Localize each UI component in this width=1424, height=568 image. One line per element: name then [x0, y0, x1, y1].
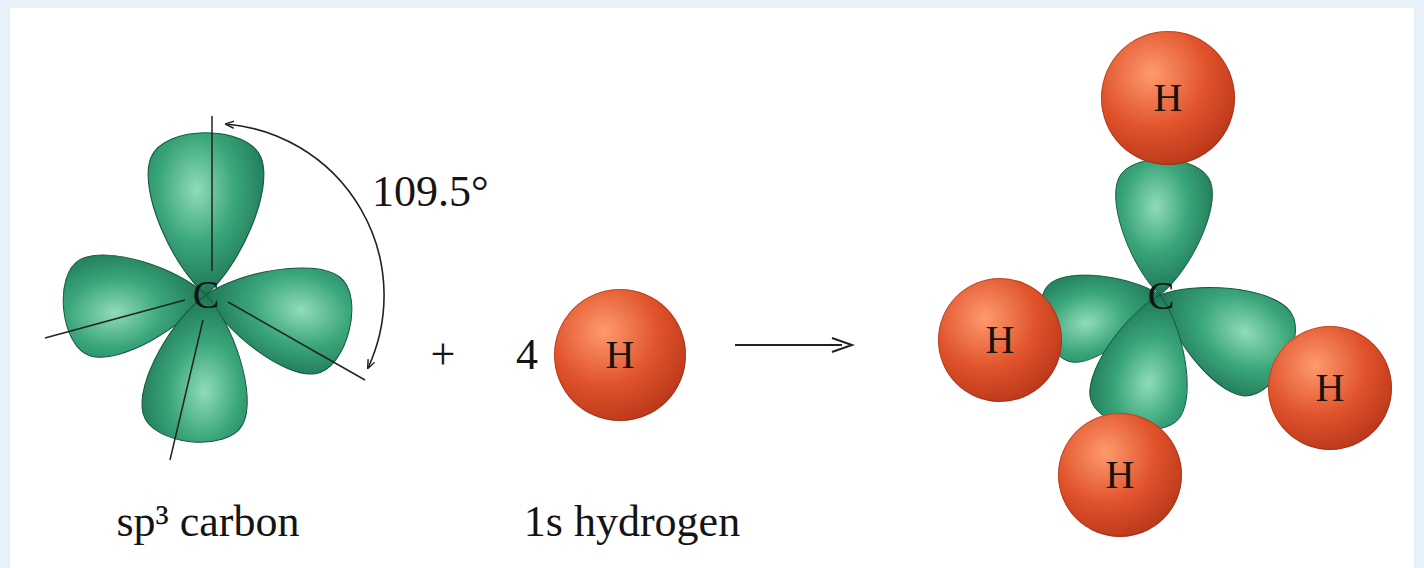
angle-arc — [226, 124, 384, 368]
bonded-hydrogen: H — [1058, 413, 1182, 537]
atom-symbol: H — [1154, 78, 1183, 118]
bonded-hydrogen: H — [1101, 31, 1235, 165]
bond-angle: 109.5° — [372, 168, 489, 216]
orbital-caption: 1s hydrogen — [524, 498, 740, 546]
atom-symbol: H — [986, 320, 1015, 360]
bonded-hydrogen: H — [1268, 326, 1392, 450]
atom-symbol: H — [606, 335, 635, 375]
plus-sign: + — [431, 331, 456, 379]
axis-lines — [45, 116, 365, 460]
coefficient: 4 — [516, 331, 538, 379]
atom-symbol: H — [1316, 368, 1345, 408]
sp3-orbital-lobes — [58, 133, 361, 447]
bonded-hydrogen: H — [938, 278, 1062, 402]
atom-symbol: C — [193, 273, 220, 317]
atom-symbol: C — [1148, 274, 1175, 318]
reaction-arrow — [735, 338, 852, 352]
hydrogen-atom: H — [554, 289, 686, 421]
orbital-caption: sp³ carbon — [116, 498, 299, 546]
atom-symbol: H — [1106, 455, 1135, 495]
page-panel: H H H H H 109.5° Csp³ carbon +4 1s hydrogen C — [10, 8, 1414, 568]
